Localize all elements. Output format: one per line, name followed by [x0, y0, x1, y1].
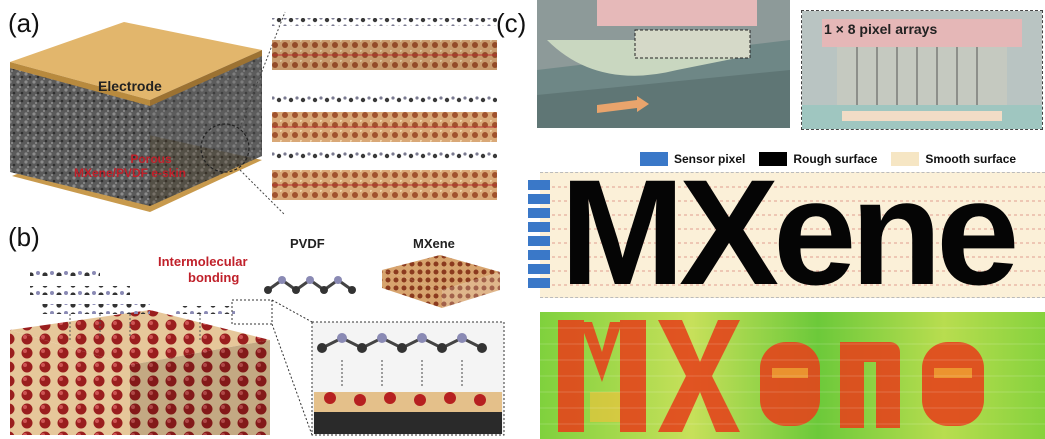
- zoom-line-top: [239, 11, 286, 129]
- signal-heatmap: [540, 312, 1045, 439]
- panel-b-label: (b): [8, 222, 40, 252]
- legend-swatch-rough: [759, 152, 788, 166]
- panel-c-label: (c): [496, 8, 527, 38]
- sensor-pixel: [528, 194, 550, 204]
- electrode-label: Electrode: [98, 78, 162, 94]
- mxene-word: MXene: [560, 172, 1019, 298]
- bonding-inset: [311, 321, 505, 436]
- mxene-layer-stack: [272, 18, 497, 200]
- panel-a-label: (a): [8, 8, 40, 38]
- eskin-label-line2: MXene/PVDF e-skin: [73, 166, 187, 180]
- sensor-pixel: [528, 180, 550, 190]
- sensor-pixel: [528, 222, 550, 232]
- sensor-pixel: [528, 264, 550, 274]
- panel-a-illustration: [10, 11, 497, 216]
- pvdf-label: PVDF: [290, 236, 325, 251]
- bonding-label-line2: bonding: [188, 270, 240, 285]
- legend-swatch-smooth: [891, 152, 920, 166]
- scan-lines: [540, 186, 1045, 286]
- bonding-label-line1: Intermolecular: [158, 254, 248, 269]
- legend-label-smooth: Smooth surface: [925, 152, 1017, 166]
- sensor-pixel-column: [528, 180, 550, 292]
- sensor-pixel: [528, 208, 550, 218]
- mxene-label: MXene: [413, 236, 455, 251]
- mxene-surface: [10, 310, 270, 435]
- zoom-box-small: [231, 299, 273, 325]
- panel-b-illustration: [10, 255, 505, 436]
- legend-swatch-sensor: [640, 152, 668, 166]
- pixel-array-photo: 1 × 8 pixel arrays: [801, 10, 1043, 130]
- sensor-pixel: [528, 250, 550, 260]
- sensor-sliding-photo: [537, 0, 790, 128]
- mxene-word-schematic: MXene: [540, 172, 1045, 298]
- legend-label-rough: Rough surface: [793, 152, 878, 166]
- legend-label-sensor: Sensor pixel: [674, 152, 746, 166]
- sensor-pixel: [528, 236, 550, 246]
- zoom-line-bottom: [239, 169, 286, 216]
- zoom-circle: [200, 123, 250, 173]
- pvdf-chains: [30, 268, 235, 340]
- pvdf-molecule: [264, 276, 356, 294]
- eskin-label-line1: Porous: [130, 152, 172, 166]
- sensor-pixel: [528, 278, 550, 288]
- top-electrode: [10, 22, 262, 106]
- legend: Sensor pixel Rough surface Smooth surfac…: [640, 150, 1016, 168]
- mxene-small-block: [382, 255, 500, 308]
- pixel-array-label: 1 × 8 pixel arrays: [824, 21, 938, 37]
